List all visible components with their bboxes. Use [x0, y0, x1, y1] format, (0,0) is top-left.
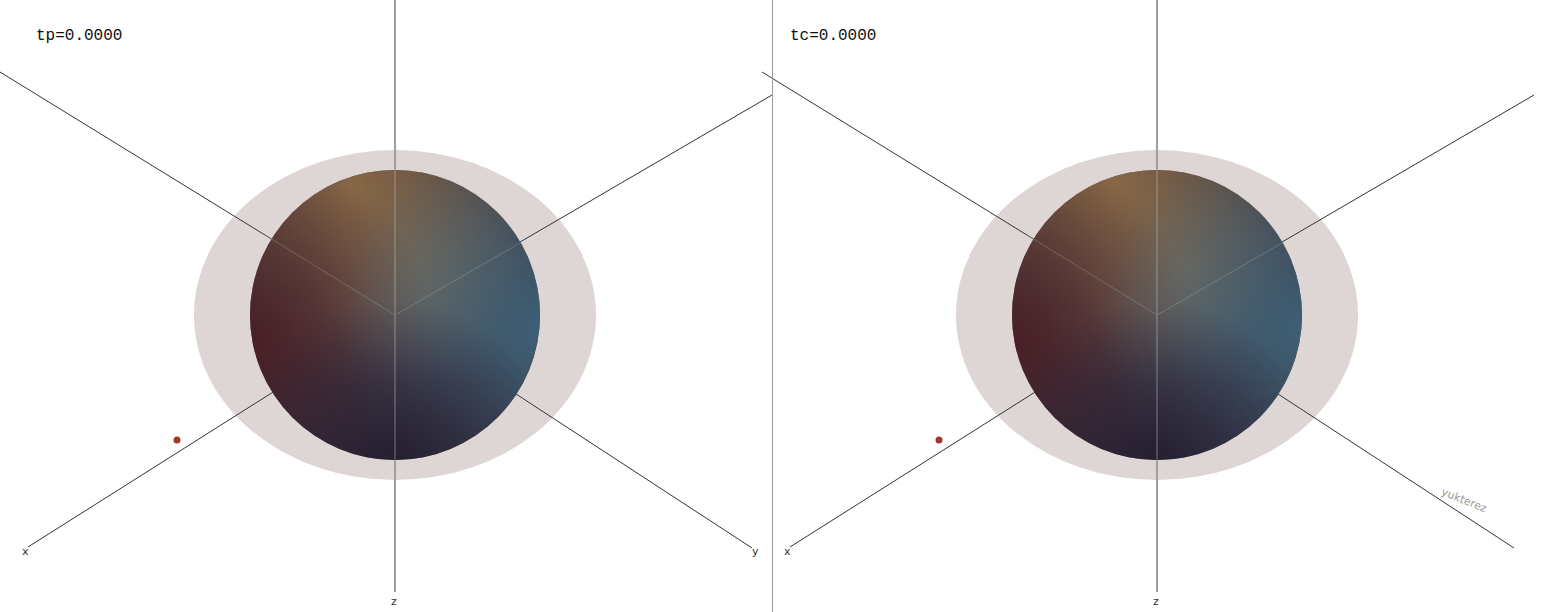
axis-label: x	[784, 546, 791, 557]
watermark: yukterez	[1438, 485, 1490, 515]
axis-label: z	[1153, 596, 1159, 607]
time-label: tp=0.0000	[36, 28, 122, 44]
axis-label: z	[391, 596, 397, 607]
time-label: tc=0.0000	[790, 28, 876, 44]
axis-label: y	[752, 546, 759, 557]
axis-label: x	[22, 546, 29, 557]
